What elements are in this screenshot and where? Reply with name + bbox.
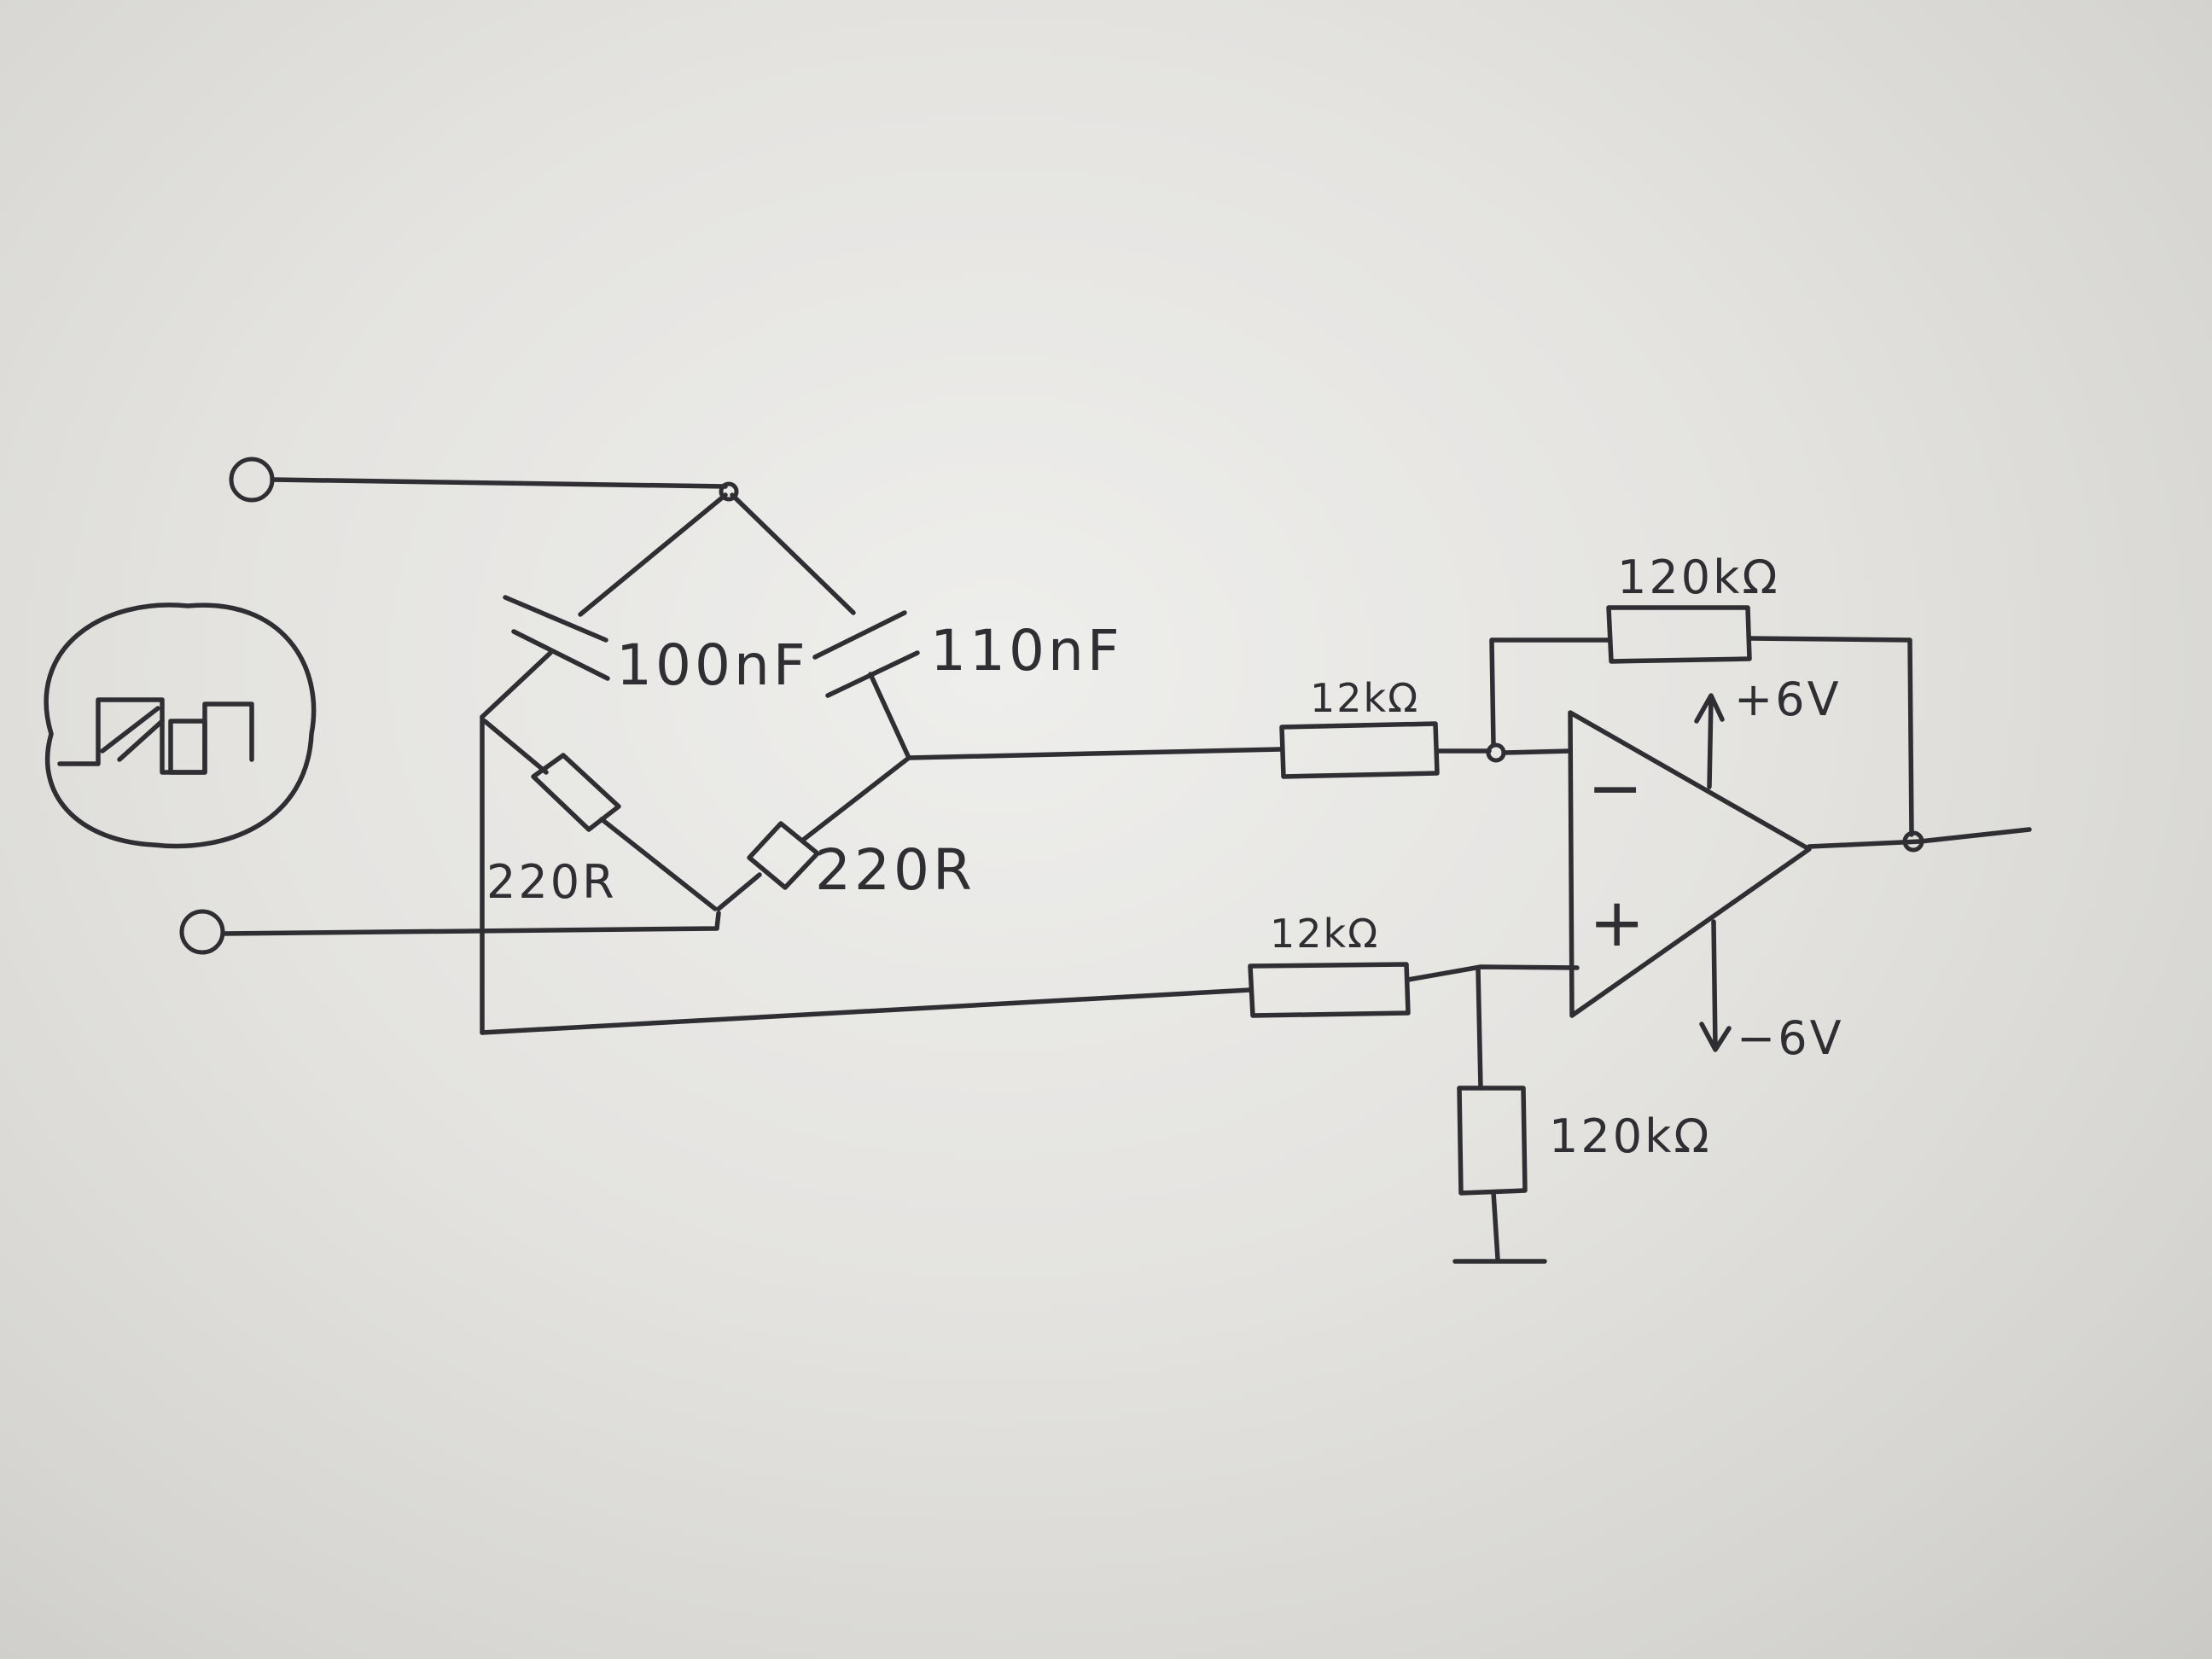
wire-right-res-lower [716,872,762,911]
resistor-right [747,821,820,890]
label-res-right: 220R [815,837,975,903]
wire-left-cap-upper [578,492,728,617]
wire-left-cap-lower [480,650,553,719]
resistor-input-bottom [1248,962,1411,1018]
label-cap-right: 110nF [930,618,1123,684]
opamp-minus-sign: − [1587,750,1643,827]
capacitor-left [503,595,610,681]
wire-feedback-left [1489,637,1611,748]
wire-right-cap-upper [730,492,856,615]
resistor-ground [1457,1086,1528,1196]
opamp-triangle [1568,710,1812,1018]
label-supply-neg: −6V [1737,1011,1844,1065]
wire-ground-upper [1476,966,1483,1091]
capacitor-right [812,610,920,698]
wire-input-top [270,477,728,489]
label-res-left: 220R [486,855,617,909]
wire-output [1807,827,2032,849]
label-res-ground: 120kΩ [1549,1109,1712,1163]
wire-12k-to-plus [1406,964,1580,982]
wire-right-res-upper [800,755,911,843]
wire-bridge-bottom [480,987,1253,1035]
wire-ground-lower [1491,1190,1500,1261]
wire-node-to-minus [1501,748,1573,755]
opamp-plus-sign: + [1589,885,1644,962]
wire-input-bottom [220,911,721,936]
wire-right-cap-lower [868,672,911,760]
wire-left-res-lower [599,817,718,911]
node-bridge-top [719,481,739,502]
label-res-feedback: 120kΩ [1617,550,1780,604]
label-res-input-top: 12kΩ [1310,675,1419,721]
label-res-input-bottom: 12kΩ [1270,911,1379,957]
label-cap-left: 100nF [616,632,809,698]
resistor-input-top [1279,721,1440,779]
input-terminal-bottom[interactable] [179,909,225,955]
wire-feedback-right [1747,636,1914,837]
resistor-feedback [1606,605,1752,664]
supply-neg-arrow [1699,919,1732,1052]
label-supply-pos: +6V [1734,672,1842,726]
wire-bridge-out [906,747,1283,760]
signal-source-symbol [44,602,317,849]
supply-pos-arrow [1694,693,1725,789]
wire-left-res-upper [482,719,549,775]
input-terminal-top[interactable] [229,457,275,503]
resistor-left [531,753,621,832]
